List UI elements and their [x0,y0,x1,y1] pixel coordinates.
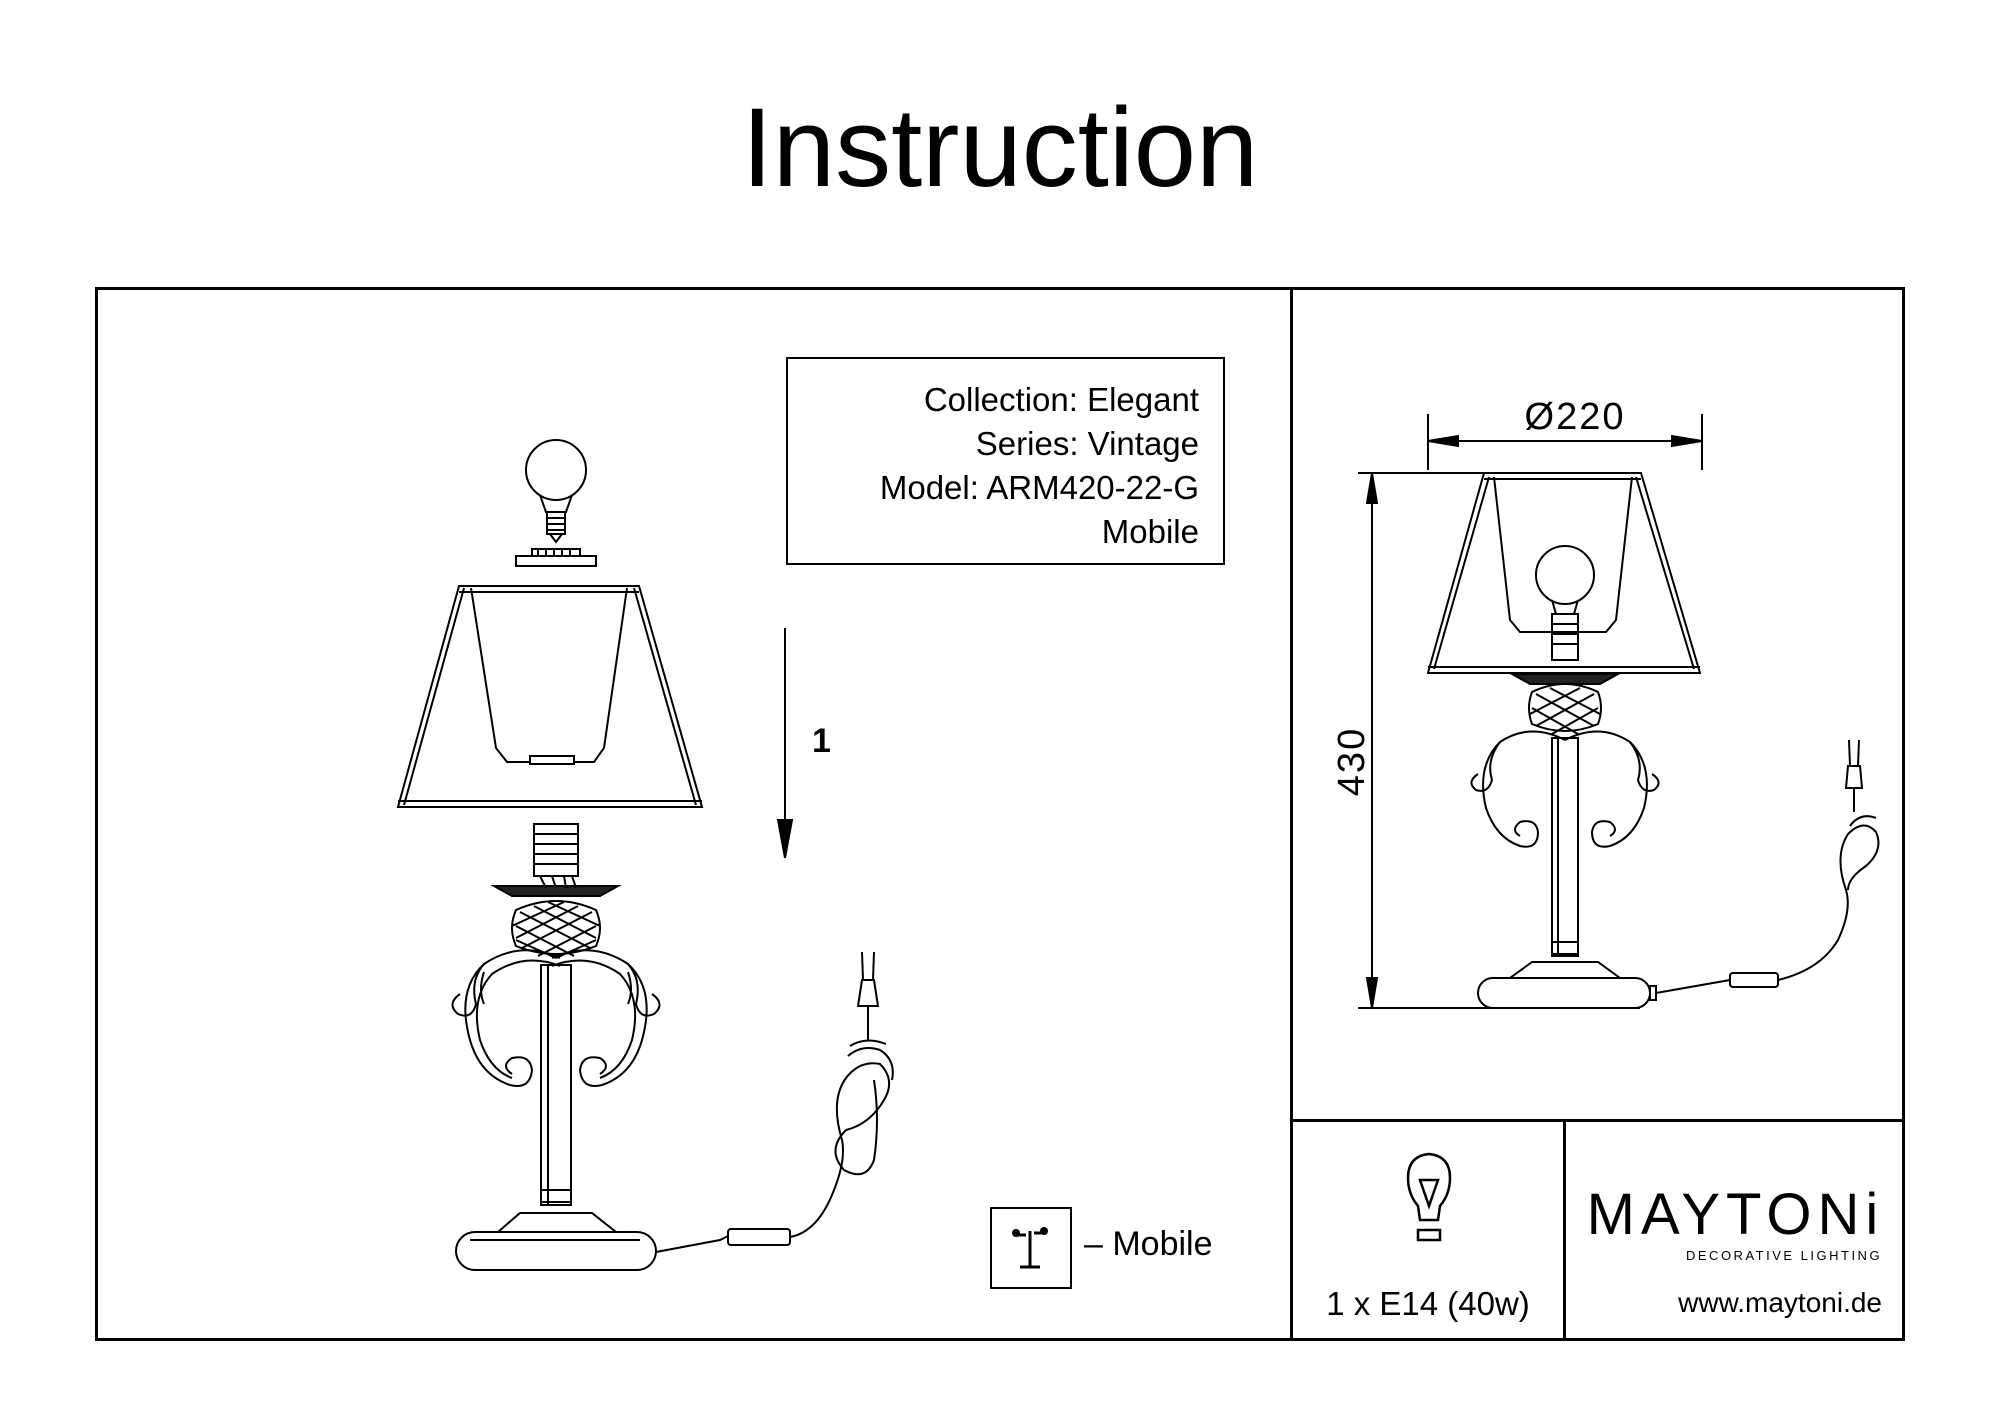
assembled-shade-icon [1426,472,1702,674]
scroll-arm-left-icon [451,949,561,1087]
brand-tagline: DECORATIVE LIGHTING [1686,1248,1883,1263]
type-label: Mobile [1101,513,1199,550]
drawing-frame [95,287,1905,1341]
diameter-dimension-label: Ø220 [1524,396,1626,438]
stem-icon [540,964,572,1206]
brand-name: MAYTONi [1586,1182,1885,1247]
step-number: 1 [812,722,831,760]
collection-label: Collection: Elegant [923,381,1199,418]
ring-nut-icon [515,548,597,567]
height-dimension-label: 430 [1331,726,1374,797]
mobile-lamp-icon [1012,1227,1048,1269]
mobile-legend-label: – Mobile [1084,1225,1213,1263]
footer-divider-vertical [1563,1119,1566,1341]
frame-divider-horizontal [1290,1119,1905,1122]
bulb-spec-icon [1406,1152,1452,1242]
socket-icon [490,823,622,897]
model-label: Model: ARM420-22-G [879,469,1199,506]
scroll-arm-right-icon [551,949,661,1087]
product-info-box: Collection: Elegant Series: Vintage Mode… [786,357,1225,565]
frame-divider-vertical [1290,287,1293,1341]
page-title: Instruction [741,85,1259,210]
bulb-spec-label: 1 x E14 (40w) [1326,1285,1530,1322]
lamp-shade-icon [396,585,704,808]
direction-arrow-icon [776,628,794,859]
bulb-icon [525,439,587,544]
power-cord-icon [655,951,894,1253]
base-icon [455,1212,657,1271]
mobile-symbol-box [990,1207,1072,1289]
series-label: Series: Vintage [975,425,1199,462]
crystal-ornament-icon [511,900,601,959]
website-link[interactable]: www.maytoni.de [1678,1287,1882,1318]
brand-logo: MAYTONi DECORATIVE LIGHTING [1566,1182,1905,1264]
